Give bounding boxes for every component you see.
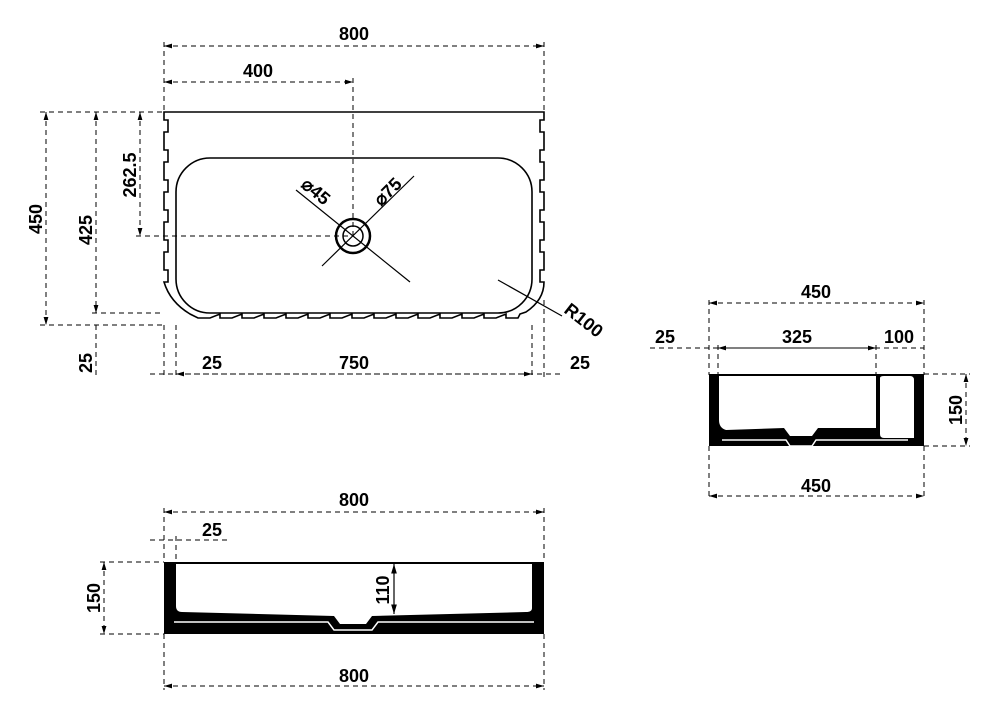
drain-outer [334,217,372,255]
dim-side-width-bottom: 450 [801,476,831,496]
basin-inner [175,157,533,314]
drain-inner [342,225,364,247]
radius-leader [497,279,563,317]
front-base-line [174,621,534,631]
dim-side-rim: 25 [655,327,675,347]
side-base-line [722,439,908,447]
front-cavity [176,564,532,624]
dim-side-ledge: 100 [884,327,914,347]
dim-height-drain: 262.5 [120,152,140,197]
dim-rim-right: 25 [570,353,590,373]
dim-drain-small: ⌀45 [298,174,335,209]
dim-side-height: 150 [946,395,966,425]
top-view: 800 400 450 425 25 262.5 25 750 25 [26,24,607,378]
front-view: 800 25 150 110 800 [84,490,545,690]
dim-front-width-top: 800 [339,490,369,510]
dim-corner-radius: R100 [561,299,607,341]
side-ledge-cavity [880,376,914,438]
basin-outline [162,111,545,319]
dim-width-half: 400 [243,61,273,81]
dim-rim-left: 25 [202,353,222,373]
dim-basin-width: 750 [339,353,369,373]
dim-height-basin: 425 [76,215,96,245]
side-view: 450 25 325 100 150 450 [650,282,970,500]
dim-side-inner: 325 [782,327,812,347]
dim-front-height: 150 [84,583,104,613]
dim-width-overall: 800 [339,24,369,44]
dim-front-width-bottom: 800 [339,666,369,686]
dim-height-rim: 25 [76,353,96,373]
dim-front-depth: 110 [373,575,393,604]
dim-front-rim: 25 [202,520,222,540]
dim-height-overall: 450 [26,204,46,234]
side-cavity [719,376,876,436]
drain-dim-line [321,175,415,267]
dim-side-width-top: 450 [801,282,831,302]
dim-drain-large: ⌀75 [370,174,406,210]
